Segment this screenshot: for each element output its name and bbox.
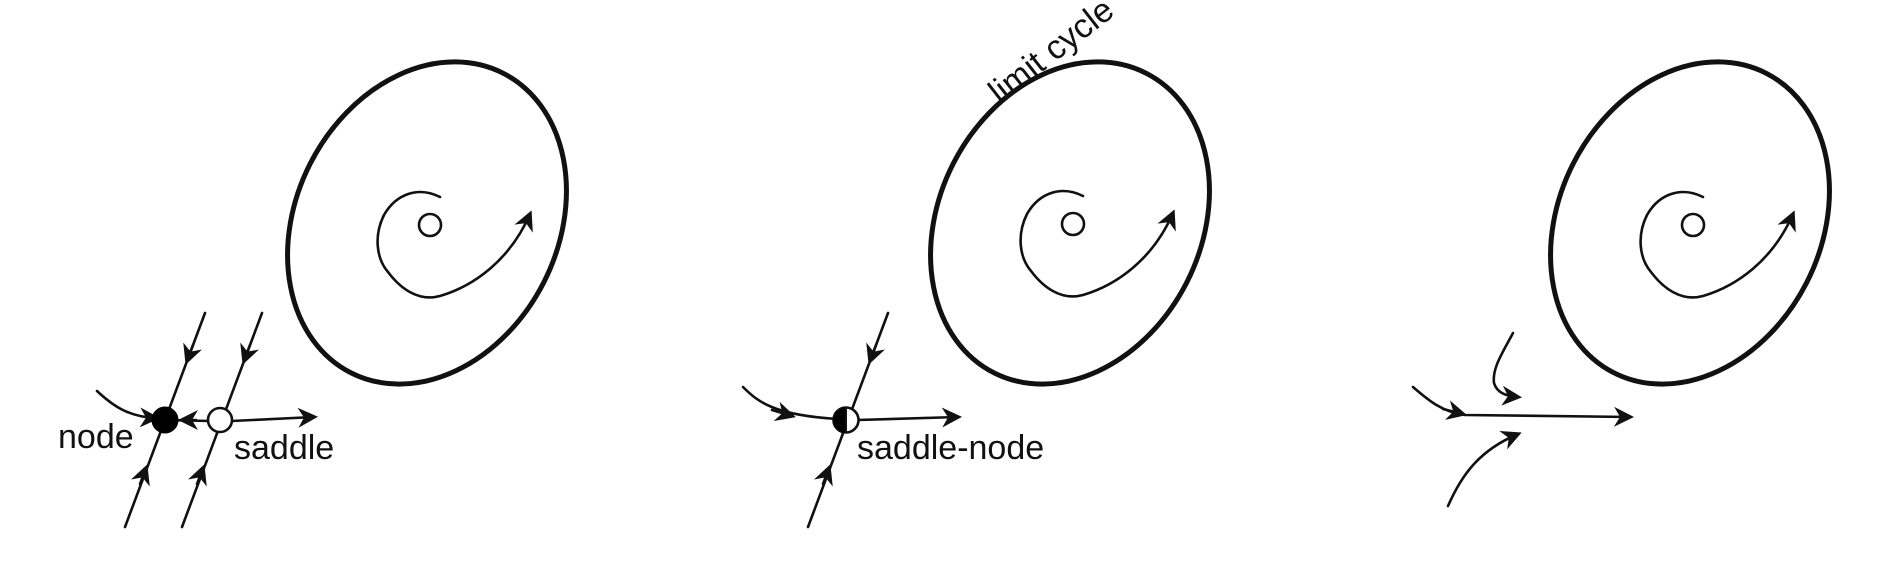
panel-at-bifurcation: limit cycle saddle-node [741, 0, 1212, 529]
unstable-focus-point [1680, 212, 1706, 238]
saddle-point [206, 406, 234, 434]
arrow-marker [188, 464, 207, 487]
saddle-node-outgoing-trajectory [855, 407, 962, 428]
saddle-unstable-manifold [230, 407, 318, 428]
limit-cycle-orbit [1548, 59, 1832, 387]
saddle-node-label: saddle-node [857, 429, 1044, 467]
bottleneck-trajectory [1411, 385, 1634, 427]
spiral-trajectory [376, 190, 533, 299]
arrow-marker [770, 401, 796, 421]
saddle-node-point [832, 406, 860, 434]
arrow-marker [1441, 400, 1467, 420]
arrow-marker [814, 464, 833, 487]
incoming-trajectory [741, 385, 839, 421]
spiral-trajectory [1639, 190, 1796, 299]
upper-trajectory [1492, 331, 1522, 406]
spiral-trajectory [1019, 189, 1176, 298]
node-label: node [58, 418, 134, 456]
arrow-marker [866, 342, 885, 365]
arrow-marker [240, 342, 259, 365]
saddle-label: saddle [234, 429, 334, 467]
arrow-marker [131, 464, 150, 487]
limit-cycle-label: limit cycle [982, 0, 1122, 111]
unstable-focus-point [417, 212, 443, 238]
panel-after-bifurcation [1411, 59, 1832, 508]
incoming-trajectory [95, 389, 160, 428]
lower-trajectory [1446, 430, 1522, 508]
limit-cycle-orbit [928, 59, 1212, 387]
stable-node-point [151, 406, 179, 434]
unstable-focus-point [1060, 211, 1086, 237]
limit-cycle-orbit [285, 59, 569, 387]
panel-before-bifurcation: node saddle [58, 59, 569, 529]
arrow-marker [183, 342, 202, 365]
